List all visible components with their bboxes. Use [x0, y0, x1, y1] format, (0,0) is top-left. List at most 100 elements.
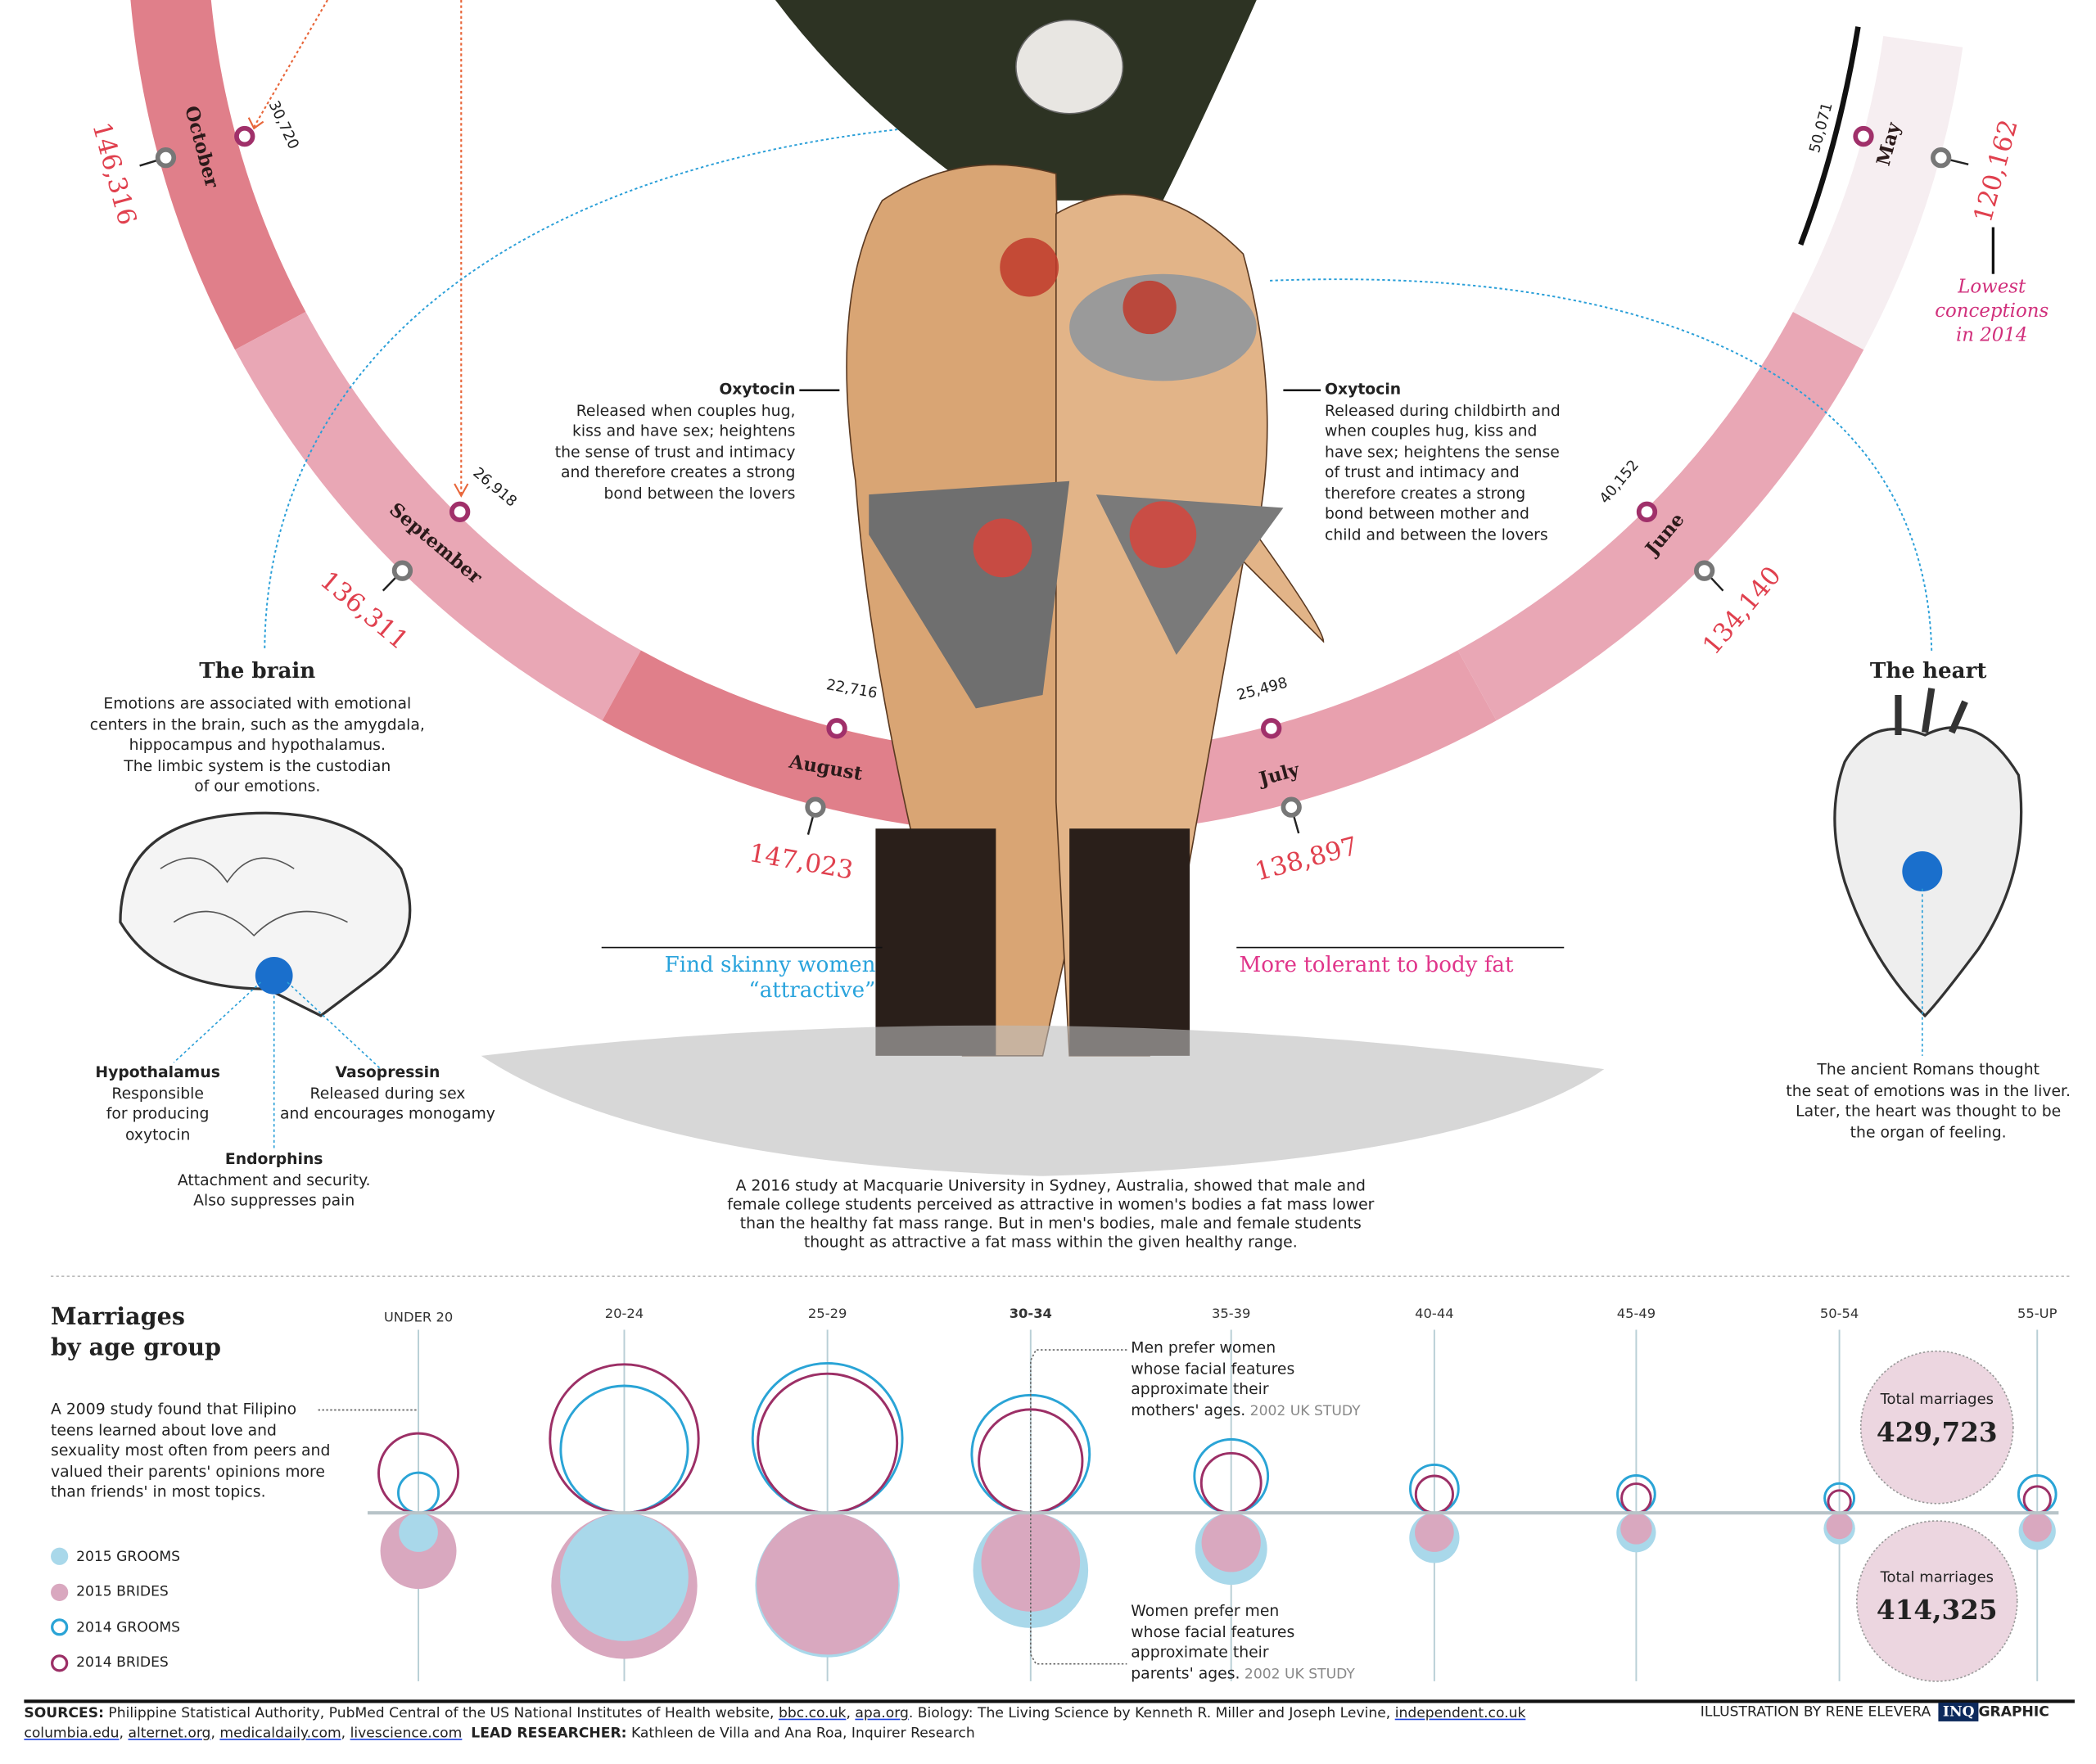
text-line: than friends' in most topics. [51, 1482, 266, 1501]
gray-marker-august [805, 796, 826, 818]
category-label: UNDER 20 [383, 1311, 454, 1326]
legend-label: 2014 GROOMS [76, 1619, 181, 1635]
text-line: whose facial features [1131, 1358, 1295, 1378]
filled-circle-icon [51, 1582, 69, 1601]
source-link[interactable]: medicaldaily.com [219, 1725, 341, 1742]
illustration-credit: ILLUSTRATION BY RENE ELEVERA [1700, 1703, 1931, 1721]
legend-label: 2015 BRIDES [76, 1583, 169, 1600]
outline-circle-icon [51, 1653, 69, 1672]
legend-label: 2015 GROOMS [76, 1548, 181, 1565]
gray-marker-september [391, 560, 413, 581]
source-link[interactable]: apa.org [855, 1705, 909, 1721]
couple-tree-illustration [481, 0, 1605, 1176]
researcher-label: LEAD RESEARCHER: [471, 1725, 627, 1742]
oxytocin-left-title: Oxytocin [719, 379, 796, 399]
lowest-conceptions-note: Lowest conceptions in 2014 [1925, 275, 2058, 347]
source-link[interactable]: bbc.co.uk [778, 1705, 847, 1721]
study-tag: 2002 UK STUDY [1240, 1666, 1355, 1682]
pink-marker-june [1636, 501, 1658, 522]
text-line: approximate their [1131, 1378, 1269, 1398]
endorphins-title: Endorphins [224, 1149, 323, 1168]
text-line: Released during childbirth and [1325, 399, 1561, 419]
heart-title-wrap: The heart [1858, 657, 1998, 683]
text-line: than the healthy fat mass range. But in … [739, 1213, 1362, 1233]
total-label: Total marriages [1880, 1390, 1994, 1409]
pink-marker-august [826, 718, 847, 739]
text-line: and therefore creates a strong [560, 462, 796, 481]
bubble-2015-brides [1415, 1513, 1454, 1552]
bubble-2015-brides [981, 1513, 1081, 1612]
source-link[interactable]: alternet.org [128, 1725, 211, 1742]
lowest-line: Lowest [1958, 276, 2026, 299]
legend-item: 2015 GROOMS [51, 1547, 181, 1565]
lowest-line: conceptions [1935, 300, 2049, 323]
category-label: 50-54 [1819, 1306, 1859, 1322]
text-line: Women prefer men [1131, 1600, 1280, 1620]
text-line: Attachment and security. [177, 1170, 371, 1189]
men-body-fat-callout: Find skinny women “attractive” [588, 951, 876, 1002]
sources-label: SOURCES: [24, 1705, 104, 1721]
inq-logo: INQ [1939, 1703, 1979, 1721]
source-link[interactable]: livescience.com [350, 1725, 463, 1742]
total-label: Total marriages [1880, 1568, 1994, 1586]
text-line: the sense of trust and intimacy [554, 441, 796, 461]
sources-text: Biology: The Living Science by Kenneth R… [917, 1705, 1391, 1721]
gray-marker-july [1281, 796, 1302, 818]
total-2014-circle [1859, 1350, 2014, 1505]
text-line: child and between the lovers [1325, 524, 1548, 544]
legend-item: 2014 GROOMS [51, 1618, 181, 1636]
ring-segment-september [235, 311, 641, 721]
category-label: 55-UP [2017, 1306, 2058, 1322]
category-label: 45-49 [1616, 1306, 1656, 1322]
marriage-bubble-chart [377, 1329, 2058, 1681]
category-label: 40-44 [1415, 1306, 1454, 1322]
filled-circle-icon [51, 1547, 69, 1565]
ring-segment-october [130, 0, 306, 350]
text-line: thought as attractive a fat mass within … [803, 1232, 1298, 1252]
text-line: kiss and have sex; heightens [571, 421, 796, 440]
endorphins-text: Attachment and security.Also suppresses … [154, 1170, 395, 1211]
text-line: therefore creates a strong [1325, 483, 1526, 503]
oxytocin-right-title: Oxytocin [1325, 379, 1402, 399]
may-arc-line [1798, 26, 1861, 246]
pink-marker-july [1261, 718, 1282, 739]
text-line: bond between the lovers [603, 483, 796, 503]
bubble-2015-brides [2022, 1513, 2052, 1542]
source-link[interactable]: independent.co.uk [1394, 1705, 1526, 1721]
oxytocin-left-text: Released when couples hug, kiss and have … [508, 399, 796, 504]
brain-connector [264, 119, 1030, 648]
category-label: 35-39 [1211, 1306, 1251, 1322]
chart-title-line: Marriages [51, 1304, 185, 1332]
text-line: Responsible [111, 1083, 204, 1103]
pink-marker-september [449, 501, 471, 522]
gray-marker-june [1694, 560, 1715, 581]
text-line: teens learned about love and [51, 1419, 277, 1439]
outline-circle-icon [51, 1618, 69, 1636]
text-line: Later, the heart was thought to be [1796, 1101, 2062, 1121]
legend-label: 2014 BRIDES [76, 1654, 169, 1671]
text-line: female college students perceived as att… [727, 1194, 1375, 1214]
text-line: whose facial features [1131, 1622, 1295, 1641]
source-link[interactable]: columbia.edu [24, 1725, 120, 1742]
text-line: of our emotions. [194, 776, 321, 796]
brain-block: The brain Emotions are associated with e… [53, 657, 461, 797]
text-line: have sex; heightens the sense [1325, 441, 1560, 461]
text-line: approximate their [1131, 1642, 1269, 1662]
total-2015-circle [1856, 1520, 2018, 1682]
text-line: Also suppresses pain [193, 1190, 355, 1210]
sources-text: Philippine Statistical Authority, PubMed… [108, 1705, 775, 1721]
text-line: The limbic system is the custodian [124, 756, 391, 775]
ring-segment-june [1457, 311, 1864, 721]
brain-illustration [119, 811, 412, 1150]
text-line: Released when couples hug, [576, 399, 796, 419]
pink-marker-october [234, 125, 255, 147]
chart-title-line: by age group [51, 1335, 222, 1362]
